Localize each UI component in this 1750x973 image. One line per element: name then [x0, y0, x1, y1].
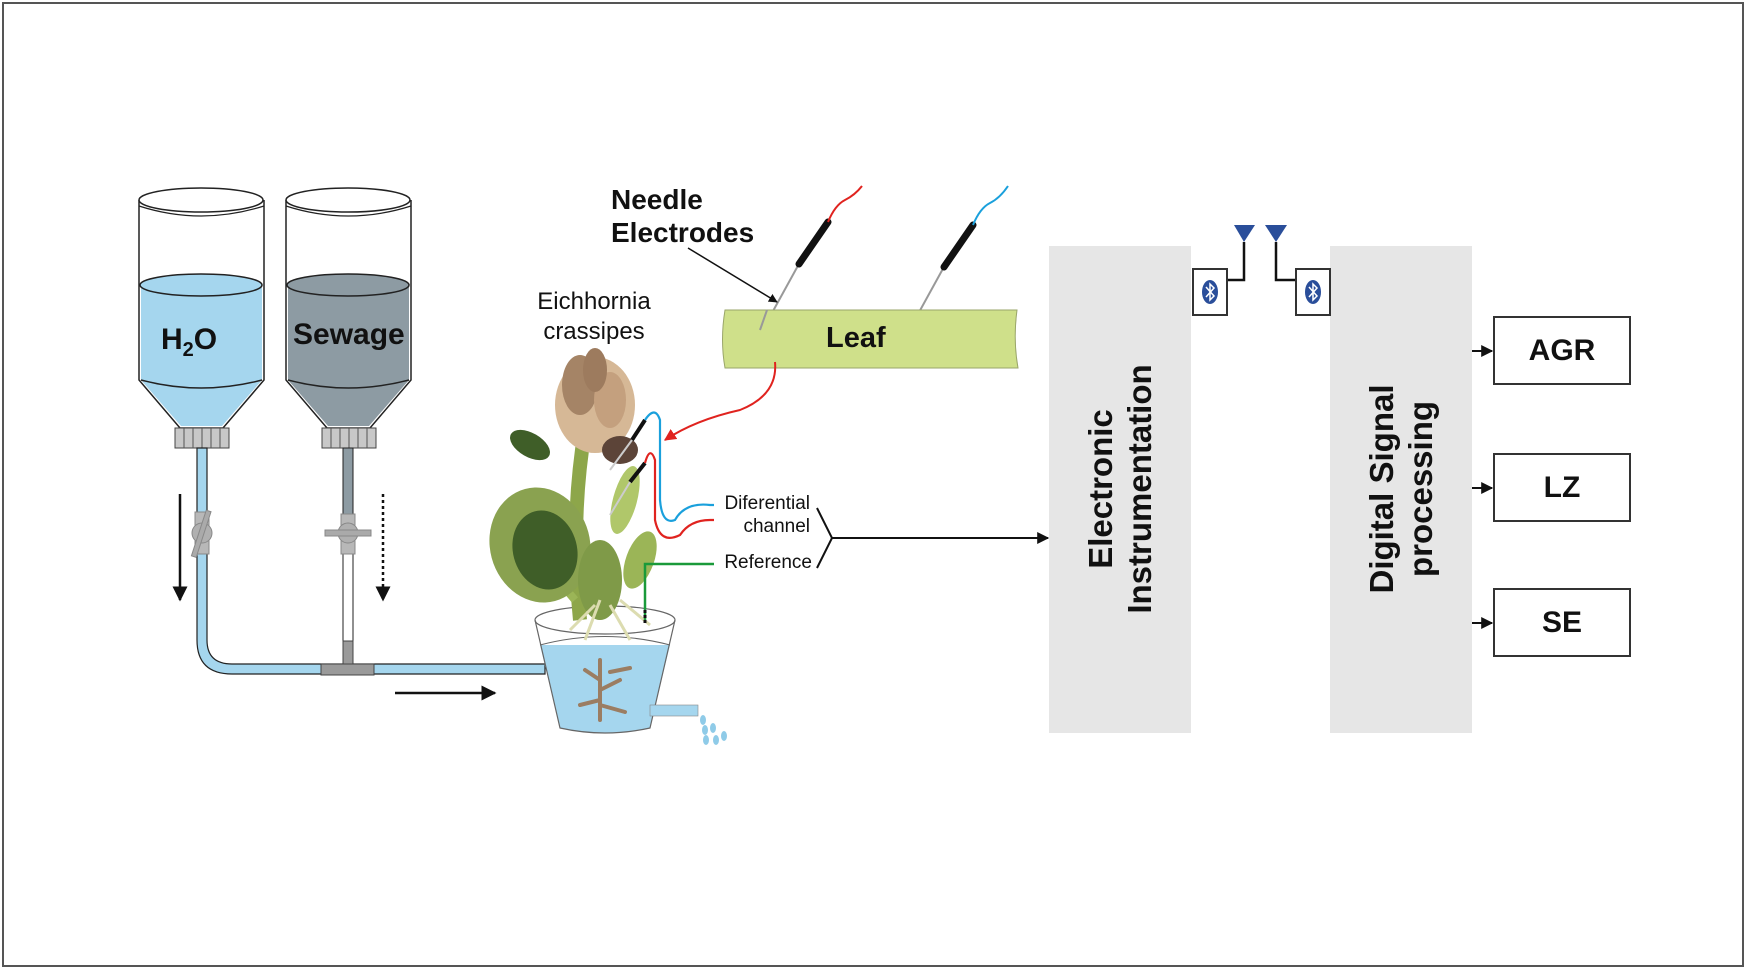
- plant-cup: [534, 605, 727, 745]
- antenna-rx: [1265, 225, 1295, 282]
- bluetooth-icon: [1202, 280, 1218, 304]
- differential-line2: channel: [743, 516, 810, 537]
- digital-signal-processing-block[interactable]: Digital Signal processing: [1330, 246, 1472, 733]
- digital-signal-processing-label: Digital Signal processing: [1363, 384, 1439, 594]
- needle-label-line2: Electrodes: [611, 217, 755, 248]
- antenna-tx: [1227, 225, 1255, 282]
- water-hyacinth-plant: [489, 348, 657, 641]
- plant-label-line2: crassipes: [543, 318, 645, 345]
- needle-electrodes-label: Needle Electrodes: [611, 183, 754, 249]
- sewage-tank: [285, 187, 412, 449]
- electronic-instrumentation-block[interactable]: Electronic Instrumentation: [1049, 246, 1191, 733]
- plant-label: Eichhornia crassipes: [531, 287, 657, 347]
- needle-electrode-blue: [911, 185, 1009, 326]
- wire-red: [643, 452, 714, 539]
- needle-label-pointer: [687, 247, 778, 303]
- output-se[interactable]: SE: [1493, 588, 1631, 657]
- leaf-to-plant-arrow: [664, 361, 777, 441]
- channel-bracket: [816, 507, 834, 569]
- leaf-strip: [722, 309, 1019, 369]
- valve-water[interactable]: [190, 509, 213, 559]
- needle-label-line1: Needle: [611, 184, 703, 215]
- water-tank-label: H2O: [161, 323, 218, 361]
- wire-blue: [644, 411, 714, 522]
- plant-label-line1: Eichhornia: [537, 288, 651, 315]
- electronic-instrumentation-label: Electronic Instrumentation: [1082, 364, 1158, 614]
- leaf-label: Leaf: [826, 322, 886, 354]
- water-tank: [138, 187, 265, 449]
- sewage-tank-label: Sewage: [293, 318, 405, 351]
- bluetooth-module-rx: [1295, 268, 1331, 316]
- valve-sewage[interactable]: [324, 513, 372, 555]
- reference-label: Reference: [724, 552, 812, 573]
- bluetooth-module-tx: [1192, 268, 1228, 316]
- differential-line1: Diferential: [724, 493, 810, 514]
- output-lz[interactable]: LZ: [1493, 453, 1631, 522]
- output-agr[interactable]: AGR: [1493, 316, 1631, 385]
- bluetooth-icon: [1305, 280, 1321, 304]
- differential-channel-label: Diferential channel: [700, 492, 810, 538]
- wire-green-reference: [643, 562, 714, 620]
- needle-electrode-red: [766, 185, 863, 323]
